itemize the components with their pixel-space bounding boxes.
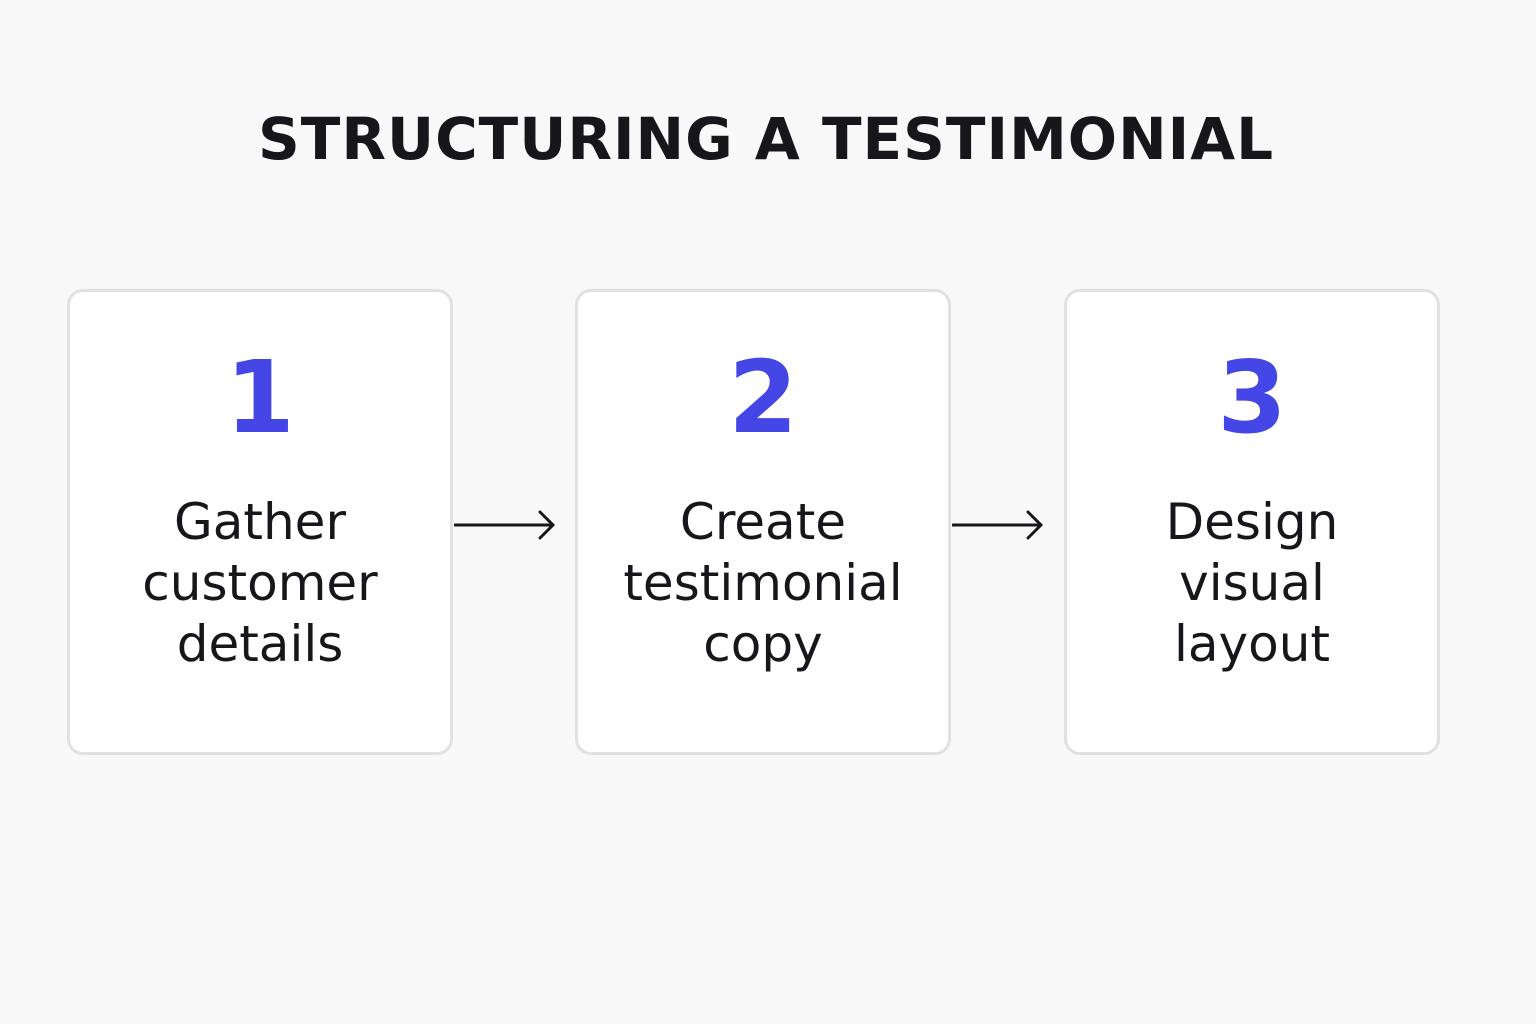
step-card-3: 3 Design visual layout: [1064, 289, 1440, 755]
step-label-line: Create: [679, 493, 847, 551]
step-label-line: details: [176, 615, 344, 673]
step-label-line: copy: [703, 615, 823, 673]
step-label-line: testimonial: [623, 554, 903, 612]
diagram-title: STRUCTURING A TESTIMONIAL: [258, 105, 1275, 173]
step-label-line: Gather: [174, 493, 346, 551]
step-label-line: visual: [1179, 554, 1325, 612]
step-label: Design visual layout: [1077, 492, 1427, 675]
arrow-right-icon: [952, 510, 1043, 540]
step-card-2: 2 Create testimonial copy: [575, 289, 951, 755]
step-label: Create testimonial copy: [588, 492, 938, 675]
step-number: 1: [225, 339, 295, 456]
step-card-1: 1 Gather customer details: [67, 289, 453, 755]
step-label-line: layout: [1173, 615, 1330, 673]
step-label-line: Design: [1165, 493, 1339, 551]
arrow-right-icon: [454, 510, 555, 540]
step-number: 3: [1217, 339, 1287, 456]
step-label: Gather customer details: [80, 492, 440, 675]
step-number: 2: [728, 339, 798, 456]
step-label-line: customer: [142, 554, 378, 612]
